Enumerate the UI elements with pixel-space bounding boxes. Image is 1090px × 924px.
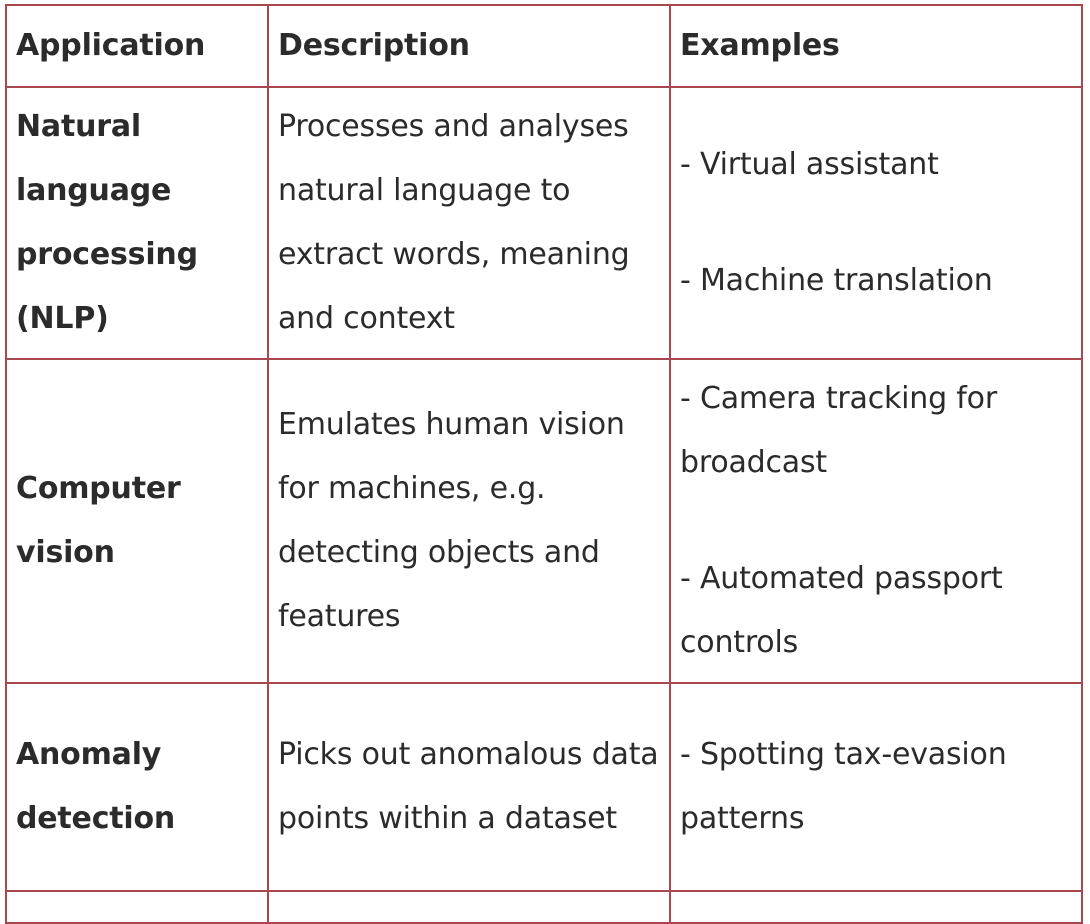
example-item: - Virtual assistant [680,147,939,182]
application-name: Anomaly detection [5,682,269,892]
application-description: Picks out anomalous data points within a… [267,682,671,892]
example-item: - Spotting tax-evasion patterns [680,737,1007,836]
empty-cell [669,890,1083,924]
empty-cell [267,890,671,924]
header-description: Description [267,4,671,88]
example-item: - Machine translation [680,263,993,298]
application-examples: - Virtual assistant - Machine translatio… [669,86,1083,360]
table-row: Natural language processing (NLP) Proces… [5,86,1083,360]
table-row-partial [5,890,1083,924]
application-name: Natural language processing (NLP) [5,86,269,360]
header-application: Application [5,4,269,88]
example-item: - Automated passport controls [680,561,1003,660]
application-description: Emulates human vision for machines, e.g.… [267,358,671,684]
header-examples: Examples [669,4,1083,88]
application-examples: - Camera tracking for broadcast - Automa… [669,358,1083,684]
example-item: - Camera tracking for broadcast [680,381,997,480]
empty-cell [5,890,269,924]
table-row: Computer vision Emulates human vision fo… [5,358,1083,684]
table-header-row: Application Description Examples [5,4,1083,88]
applications-table: Application Description Examples Natural… [5,4,1083,924]
application-examples: - Spotting tax-evasion patterns [669,682,1083,892]
application-name: Computer vision [5,358,269,684]
application-description: Processes and analyses natural language … [267,86,671,360]
table-row: Anomaly detection Picks out anomalous da… [5,682,1083,892]
